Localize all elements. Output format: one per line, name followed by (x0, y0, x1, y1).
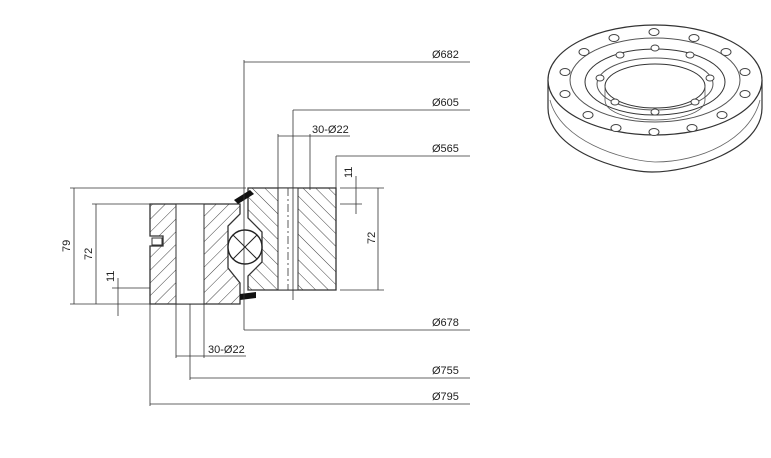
dim-11-right: 11 (343, 167, 355, 178)
dimensions-top: Ø682 Ø605 30-Ø22 Ø565 11 72 (244, 49, 470, 300)
outer-bolt-hole (175, 203, 205, 305)
dim-795: Ø795 (432, 391, 459, 403)
dim-72-left: 72 (83, 248, 95, 260)
dim-79-left: 79 (61, 240, 73, 252)
dim-605: Ø605 (432, 97, 459, 109)
dim-holes-lower: 30-Ø22 (208, 344, 245, 356)
cross-section (149, 60, 337, 330)
dimensions-left: 79 72 11 (61, 187, 246, 316)
dim-678: Ø678 (432, 317, 459, 329)
dim-565: Ø565 (432, 143, 459, 155)
dim-holes-upper: 30-Ø22 (312, 124, 349, 136)
dim-11-left: 11 (105, 271, 117, 282)
bearing-3d-view (547, 24, 763, 173)
dimensions-bottom: Ø678 30-Ø22 Ø755 Ø795 (149, 304, 470, 406)
dim-72-right: 72 (366, 232, 378, 244)
dim-682: Ø682 (432, 49, 459, 61)
seal-bottom (240, 292, 256, 300)
lube-hole (151, 237, 163, 246)
dim-755: Ø755 (432, 365, 459, 377)
